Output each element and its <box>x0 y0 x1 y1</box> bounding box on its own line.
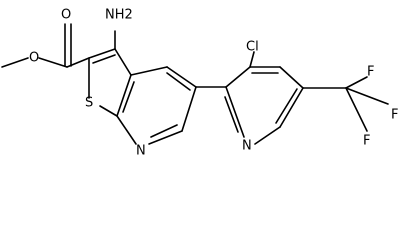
atom-fluorine-bottom: F <box>363 134 370 149</box>
molecule-diagram: NH2 O O S N Cl N F F F <box>1 8 398 159</box>
bond-cf3-f-bottom <box>345 87 368 132</box>
atom-pyridine-nitrogen-fused: N <box>136 144 146 159</box>
bond-c4-c5-inner <box>166 72 191 91</box>
bond-c3p-cl <box>249 51 255 68</box>
bond-cf3-f-right <box>345 87 389 105</box>
bond-n-c2p-inner <box>224 96 239 133</box>
atom-thiophene-sulfur: S <box>85 96 93 111</box>
atom-carbonyl-oxygen: O <box>61 8 71 23</box>
bond-n-c2p <box>225 86 245 138</box>
bond-c6p-n <box>254 126 281 145</box>
atom-labels: NH2 O O S N Cl N F F F <box>29 8 398 159</box>
bond-c2-c3 <box>88 48 116 59</box>
bond-c3a-c4 <box>130 66 168 76</box>
atom-amino: NH2 <box>105 8 133 23</box>
bond-c5-c6 <box>181 86 197 132</box>
bond-c3-c3a <box>114 48 132 76</box>
bond-c5p-c6p <box>279 87 304 128</box>
atom-pyridine-nitrogen: N <box>242 139 252 154</box>
bond-c7a-c3a-inner <box>122 81 135 113</box>
bond-c6-n7 <box>148 130 183 145</box>
bond-c4p-c5p <box>279 66 304 89</box>
structure-canvas: NH2 O O S N Cl N F F F <box>1 8 398 159</box>
bond-s-c7a <box>99 105 118 117</box>
bond-methyl-o <box>1 57 29 68</box>
atom-chlorine: Cl <box>246 40 259 55</box>
bond-c6-n7-inner <box>150 124 178 138</box>
atom-ester-oxygen: O <box>29 51 39 66</box>
atom-fluorine-top: F <box>367 65 374 80</box>
bond-o-carbonyl-c <box>38 57 68 68</box>
bond-c2p-c3p <box>225 66 251 88</box>
bonds <box>1 23 389 145</box>
bond-carbonyl-c-c2 <box>66 57 90 68</box>
bond-c4-c5 <box>166 66 197 88</box>
bond-cf3-f-top <box>345 76 368 89</box>
bond-n7-c7a <box>116 115 137 145</box>
bond-c2-c3-inner <box>92 54 116 64</box>
bond-c5p-c6p-inner <box>275 88 298 124</box>
bond-c3a-c7a <box>116 74 132 117</box>
atom-fluorine-right: F <box>391 108 398 123</box>
